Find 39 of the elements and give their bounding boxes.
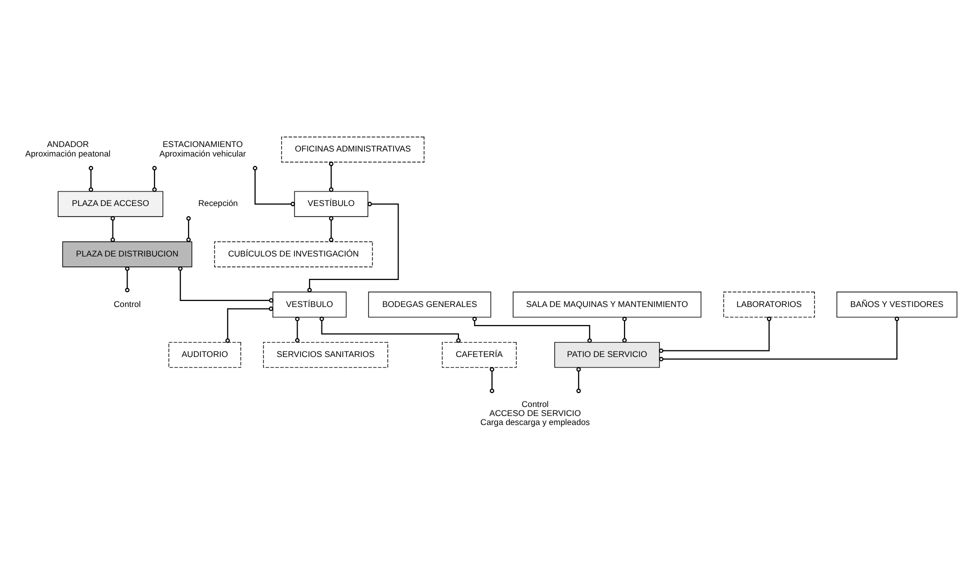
node-label: Control <box>522 398 549 408</box>
connector <box>125 266 130 292</box>
node-box: BODEGAS GENERALES <box>368 291 492 318</box>
connector <box>658 316 772 352</box>
connector <box>320 316 461 342</box>
connector <box>576 366 581 393</box>
node-box: PLAZA DE DISTRIBUCION <box>62 240 192 267</box>
connector <box>307 201 399 292</box>
node-box: LABORATORIOS <box>723 291 815 318</box>
connector <box>295 316 300 342</box>
connector <box>472 316 592 342</box>
connector <box>328 161 334 192</box>
connector <box>110 216 115 242</box>
node-box: SALA DE MAQUINAS Y MANTENIMIENTO <box>512 291 702 318</box>
connector <box>490 366 494 393</box>
node-box: CUBÍCULOS DE INVESTIGACIÓN <box>214 240 373 267</box>
node-box: PLAZA DE ACCESO <box>58 190 164 216</box>
node-box: CAFETERÍA <box>442 341 517 368</box>
connector <box>252 165 296 206</box>
node-box: OFICINAS ADMINISTRATIVAS <box>281 136 424 162</box>
node-text: ESTACIONAMIENTO Aproximación vehicular <box>159 138 246 158</box>
connector <box>186 216 191 242</box>
node-text: ACCESO DE SERVICIO Carga descarga y empleados <box>480 408 590 427</box>
node-box: AUDITORIO <box>168 341 242 368</box>
node-box: PATIO DE SERVICIO <box>554 341 660 368</box>
node-box: VESTÍBULO <box>272 291 347 318</box>
node-text: Recepción <box>198 198 238 208</box>
connector <box>225 306 274 342</box>
connector <box>88 165 94 192</box>
node-box: BAÑOS Y VESTIDORES <box>836 291 958 318</box>
connector <box>152 165 157 192</box>
node-text: ANDADOR Aproximación peatonal <box>25 138 110 158</box>
node-box: VESTÍBULO <box>294 190 368 216</box>
node-text: Control <box>114 298 141 308</box>
connector <box>178 266 274 302</box>
connector <box>659 316 900 361</box>
node-box: SERVICIOS SANITARIOS <box>263 341 388 368</box>
connector <box>622 316 627 342</box>
connector <box>328 216 334 242</box>
